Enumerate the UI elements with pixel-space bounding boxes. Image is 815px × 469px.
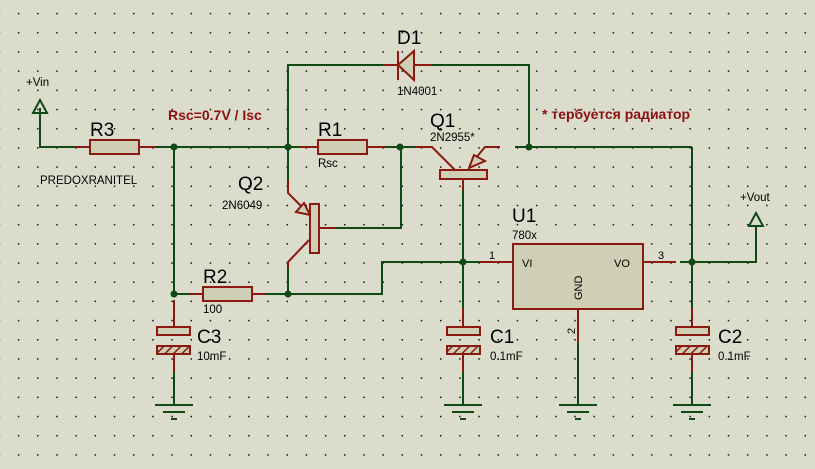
u1-pin1-number: 1	[489, 250, 495, 262]
diode-icon	[396, 48, 415, 83]
note-formula: Rsc=0.7V / Isc	[168, 107, 262, 123]
q2-collector-lead	[287, 239, 310, 268]
capacitor-c3[interactable]: C3 10mF	[156, 300, 226, 372]
terminal-vout-label: +Vout	[740, 192, 771, 204]
junction-dot	[170, 143, 178, 151]
ground-icon	[155, 404, 193, 420]
c3-ref: C3	[197, 327, 221, 348]
regulator-icon	[512, 243, 644, 310]
wire-d1-right[interactable]	[430, 64, 530, 147]
power-arrow-icon	[31, 97, 49, 114]
terminal-vin[interactable]: +Vin	[26, 77, 49, 114]
capacitor-plate-icon	[675, 326, 710, 336]
junction-dot	[396, 143, 404, 151]
r1-ref: R1	[318, 120, 342, 141]
resistor-icon	[89, 139, 140, 155]
wires	[39, 64, 757, 405]
note-radiator: * тербуется радиатор	[542, 106, 690, 122]
u1-ref: U1	[512, 206, 536, 227]
wire-vout[interactable]	[680, 225, 757, 263]
emitter-arrow-icon	[467, 153, 488, 170]
resistor-icon	[317, 139, 368, 155]
ground-icon	[673, 404, 711, 420]
junction-dot	[284, 143, 292, 151]
capacitor-polar-plate-icon	[446, 345, 481, 355]
wire-q2-base[interactable]	[332, 147, 402, 229]
r1-value: Rsc	[318, 158, 338, 170]
u1-pin-vi: VI	[522, 258, 532, 270]
capacitor-c1[interactable]: C1 0.1mF	[446, 308, 523, 372]
transistor-icon	[439, 169, 488, 180]
diode-d1[interactable]: D1 1N4001	[383, 28, 437, 98]
r2-value: 100	[203, 304, 222, 316]
junction-dot	[284, 290, 292, 298]
junction-dot	[525, 143, 533, 151]
terminal-vout[interactable]: +Vout	[740, 192, 771, 227]
r2-ref: R2	[203, 267, 227, 288]
power-arrow-icon	[747, 210, 765, 227]
capacitor-polar-plate-icon	[675, 345, 710, 355]
q2-value: 2N6049	[222, 200, 262, 212]
c2-value: 0.1mF	[718, 351, 751, 363]
resistor-r2[interactable]: R2 100	[190, 267, 265, 316]
c1-value: 0.1mF	[490, 351, 523, 363]
r3-ref: R3	[90, 120, 114, 141]
ground-icon	[444, 404, 482, 420]
c2-ref: C2	[718, 327, 742, 348]
u1-pin2-number: 2	[566, 328, 578, 334]
transistor-q1[interactable]: Q1 2N2955*	[416, 111, 500, 190]
resistor-icon	[202, 286, 253, 302]
capacitor-plate-icon	[446, 326, 481, 336]
resistor-r3[interactable]: R3 PREDOXRANITEL	[40, 120, 155, 187]
q1-value: 2N2955*	[430, 132, 475, 144]
capacitor-polar-plate-icon	[156, 345, 191, 355]
d1-value: 1N4001	[397, 86, 437, 98]
u1-pin3-number: 3	[658, 250, 664, 262]
u1-value: 780x	[512, 230, 537, 242]
resistor-r1[interactable]: R1 Rsc	[300, 120, 385, 170]
transistor-q2[interactable]: Q2 2N6049	[222, 174, 335, 268]
junctions	[170, 143, 696, 298]
q1-collector-lead	[416, 146, 456, 171]
capacitor-plate-icon	[156, 326, 191, 336]
r3-value: PREDOXRANITEL	[40, 175, 138, 187]
wire-r2-vi[interactable]	[258, 261, 480, 295]
terminal-vin-label: +Vin	[26, 77, 49, 89]
regulator-u1[interactable]: U1 780x VI VO GND 1 2 3	[480, 206, 676, 342]
transistor-icon	[309, 203, 320, 254]
u1-pin-vo: VO	[614, 258, 630, 270]
junction-dot	[170, 290, 178, 298]
q1-ref: Q1	[430, 111, 455, 132]
wire-vin[interactable]	[39, 108, 75, 148]
junction-dot	[688, 258, 696, 266]
emitter-arrow-icon	[294, 201, 312, 217]
q2-ref: Q2	[238, 174, 263, 195]
wire-d1-left[interactable]	[287, 64, 385, 147]
ground-symbols	[155, 404, 711, 420]
capacitor-c2[interactable]: C2 0.1mF	[675, 308, 751, 372]
c3-value: 10mF	[197, 351, 226, 363]
junction-dot	[459, 258, 467, 266]
c1-ref: C1	[490, 327, 514, 348]
d1-ref: D1	[397, 28, 421, 49]
ground-icon	[559, 404, 597, 420]
u1-pin-gnd: GND	[573, 276, 585, 301]
